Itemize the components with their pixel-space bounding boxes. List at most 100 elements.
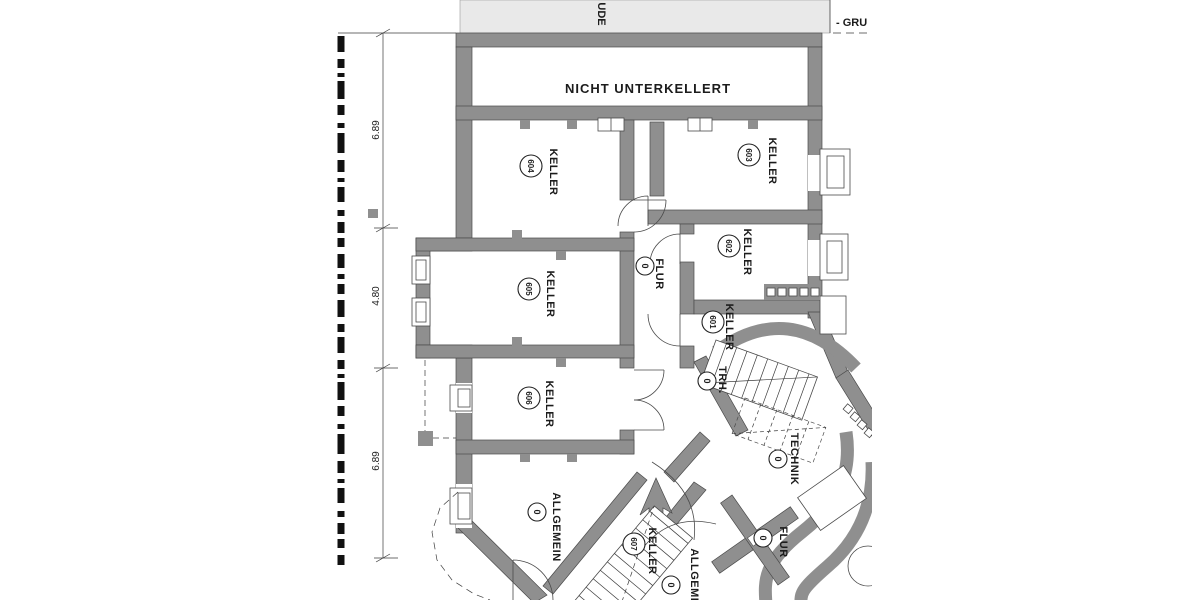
- wall-606-allgemein: [455, 439, 635, 455]
- wall-notch-6: [512, 337, 522, 346]
- wall-notch-9: [567, 454, 577, 462]
- wall-diagonal-bottom-left: [456, 518, 548, 600]
- wall-flur-left: [619, 231, 635, 369]
- stair-walkline-1: [700, 376, 818, 384]
- lightwell-gap-1: [808, 155, 822, 191]
- badge-607: [622, 532, 646, 556]
- corridor-curve-2: [639, 520, 717, 553]
- number-602: 602: [724, 239, 733, 253]
- wall-notch-2: [567, 120, 577, 129]
- wall-flur-right-a: [679, 223, 695, 235]
- technik-object-rect: [797, 464, 867, 532]
- corridor-curve-1: [651, 461, 696, 541]
- diagonal-window-3: [856, 419, 868, 431]
- diagonal-window-4: [863, 427, 875, 439]
- staircase-keller-607: [571, 505, 694, 600]
- door-604: [633, 199, 667, 233]
- badge-technik: [768, 449, 788, 469]
- door-603: [617, 195, 649, 227]
- pier-square: [418, 431, 433, 446]
- number-trh: 0: [702, 378, 712, 383]
- badge-606: [517, 386, 541, 410]
- label-keller-606: KELLER: [543, 381, 555, 428]
- dimension-value-1: 6.89: [371, 120, 382, 140]
- badge-605: [517, 277, 541, 301]
- wall-nicht-unterkellert-bottom: [455, 105, 823, 121]
- door-606-lower: [633, 399, 665, 431]
- dashed-annotations: [418, 360, 491, 600]
- badge-601: [701, 310, 725, 334]
- number-601: 601: [708, 315, 717, 329]
- stair-steps-1: [710, 343, 810, 418]
- wall-corridor-diagonal: [663, 431, 711, 483]
- dimension-value-2: 4.80: [371, 286, 382, 306]
- dimension-value-3: 6.89: [371, 451, 382, 471]
- wall-604-flur: [619, 119, 635, 201]
- wall-notch-3: [748, 120, 758, 129]
- wall-notch-1: [520, 120, 530, 129]
- strip-square-2: [777, 287, 787, 297]
- dashed-outline-bottom-left: [431, 491, 491, 600]
- door-601: [647, 313, 681, 347]
- label-keller-605: KELLER: [544, 271, 556, 318]
- wall-605-606: [415, 344, 635, 359]
- door-606-upper: [633, 369, 665, 401]
- wall-603-602: [647, 209, 823, 225]
- neighbor-building-label-fragment: UDE: [595, 2, 607, 25]
- window-bay-1-inner: [415, 259, 427, 281]
- window-left-1-inner: [457, 388, 471, 408]
- label-keller-604: KELLER: [547, 149, 559, 196]
- label-technik: TECHNIK: [788, 433, 800, 485]
- number-603: 603: [744, 148, 753, 162]
- label-keller-602: KELLER: [741, 229, 753, 276]
- label-flur-bottom: FLUR: [777, 526, 789, 557]
- number-flur-bottom: 0: [758, 535, 768, 540]
- strip-square-3: [788, 287, 798, 297]
- number-604: 604: [526, 159, 535, 173]
- badge-trh: [697, 371, 717, 391]
- badge-allgemein-2: [661, 575, 681, 595]
- corner-title-fragment: - GRU: [836, 17, 867, 29]
- badge-604: [519, 154, 543, 178]
- badge-allgemein-1: [527, 502, 547, 522]
- label-allgemein-2: ALLGEMEIN: [688, 548, 700, 600]
- technik-object: [797, 464, 867, 532]
- scan-margin-left: [0, 0, 333, 600]
- windows: [368, 117, 851, 528]
- label-nicht-unterkellert: NICHT UNTERKELLERT: [565, 81, 731, 96]
- wall-603-left: [649, 121, 665, 197]
- label-keller-603: KELLER: [766, 138, 778, 185]
- badge-603: [737, 143, 761, 167]
- diagonal-window-1: [842, 403, 854, 415]
- wall-notch-7: [556, 358, 566, 367]
- number-606: 606: [524, 391, 533, 405]
- badge-602: [717, 234, 741, 258]
- wall-curved-right-2: [794, 461, 879, 600]
- label-keller-601: KELLER: [723, 304, 735, 351]
- dimension-tick-marks: [375, 28, 391, 563]
- stair-flight-3: [571, 505, 694, 600]
- strip-square-1: [766, 287, 776, 297]
- wall-notch-4: [512, 230, 522, 239]
- strip-square-4: [799, 287, 809, 297]
- label-allgemein-1: ALLGEMEIN: [550, 492, 562, 561]
- label-flur-center: FLUR: [653, 258, 665, 289]
- badge-flur-center: [635, 256, 655, 276]
- wall-curved-right-1: [758, 431, 854, 600]
- lightwell-2-inner: [826, 240, 843, 274]
- wall-notch-10: [368, 209, 378, 218]
- neighbor-building-area: [459, 0, 831, 34]
- stair-steps-3: [578, 511, 689, 600]
- wall-stairwell-curved: [712, 321, 861, 373]
- wall-notch-8: [520, 454, 530, 462]
- scan-margin-right: [872, 0, 1200, 600]
- lightwell-3: [819, 295, 847, 335]
- neighbor-building-band: UDE - GRU: [459, 0, 871, 34]
- wall-flur-right-c: [679, 345, 695, 369]
- window-left-2-inner: [457, 492, 471, 520]
- number-technik: 0: [773, 456, 783, 461]
- wall-604-605: [415, 237, 635, 252]
- wall-exterior-left-upper: [455, 46, 473, 241]
